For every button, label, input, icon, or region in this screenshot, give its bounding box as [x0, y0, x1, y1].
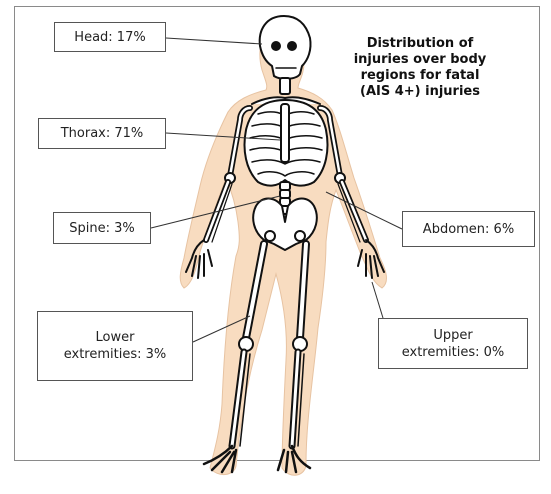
title-line-4: (AIS 4+) injuries [340, 84, 500, 100]
spine-label: Spine: 3% [53, 212, 151, 244]
thorax-label: Thorax: 71% [38, 118, 166, 149]
title-line-1: Distribution of [340, 36, 500, 52]
upper-extremities-line-1: Upper [433, 327, 472, 344]
lower-extremities-label: Lower extremities: 3% [37, 311, 193, 381]
head-label: Head: 17% [54, 22, 166, 52]
title-line-3: regions for fatal [340, 68, 500, 84]
diagram-title: Distribution of injuries over body regio… [340, 36, 500, 100]
lower-extremities-line-1: Lower [96, 329, 135, 346]
lower-extremities-line-2: extremities: 3% [64, 346, 167, 363]
upper-extremities-label: Upper extremities: 0% [378, 318, 528, 369]
title-line-2: injuries over body [340, 52, 500, 68]
upper-extremities-line-2: extremities: 0% [402, 344, 505, 361]
abdomen-label: Abdomen: 6% [402, 211, 535, 247]
